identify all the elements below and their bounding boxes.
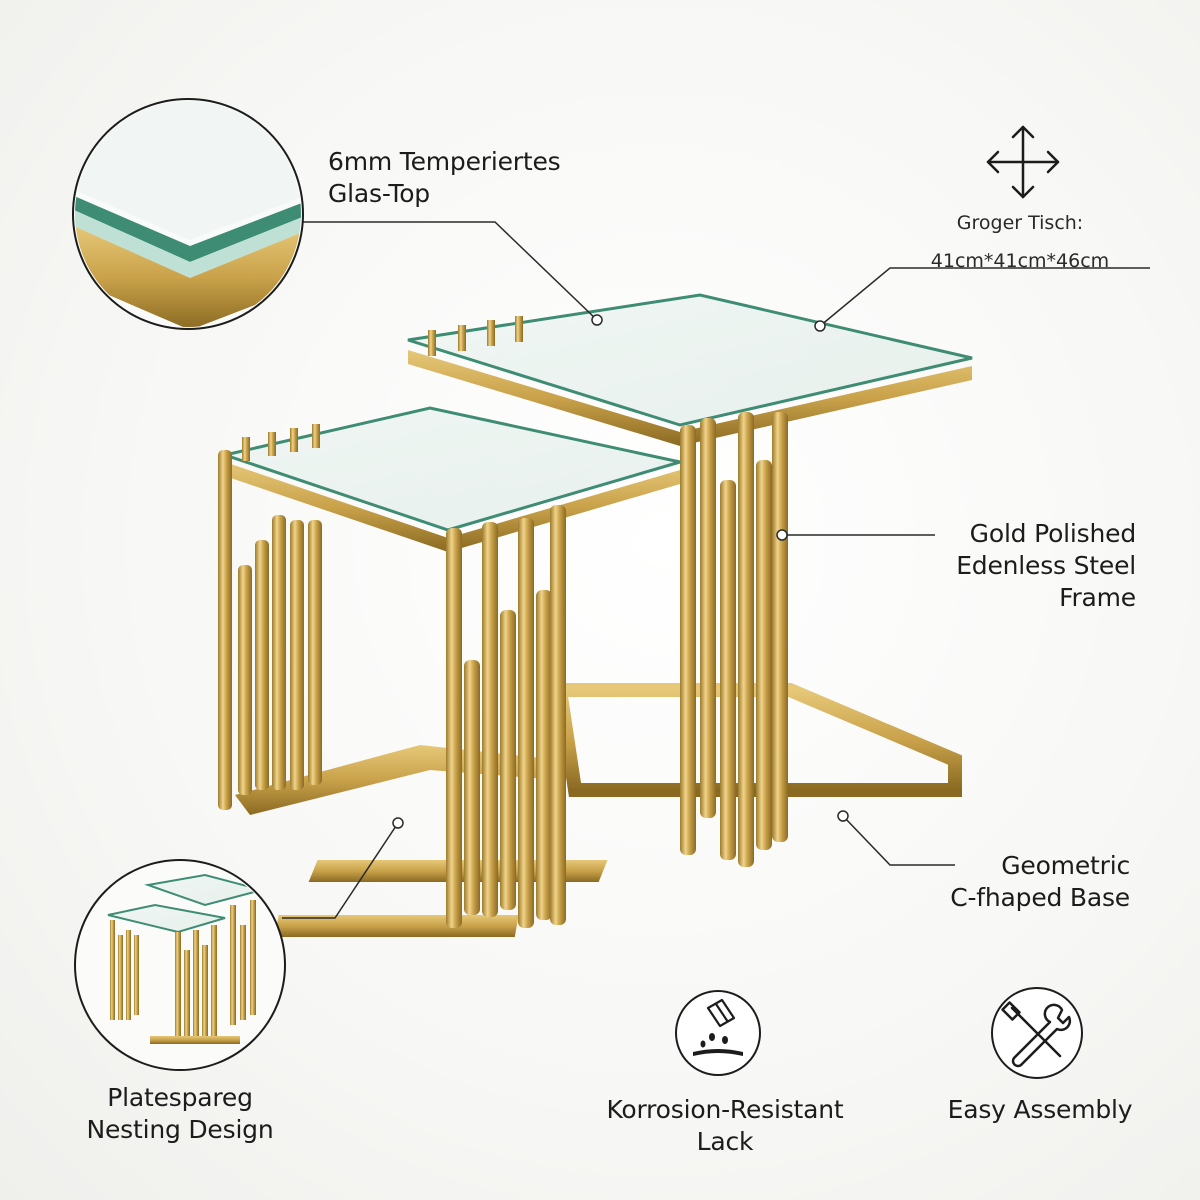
callout-glass-top: 6mm Temperiertes Glas-Top	[328, 146, 561, 210]
glass-detail-circle	[72, 98, 304, 330]
wrench-screwdriver-icon	[991, 987, 1083, 1079]
callout-frame-line-1: Gold Polished	[969, 519, 1137, 548]
callout-nesting-line-2: Nesting Design	[86, 1115, 274, 1144]
small-table-top-frame	[225, 462, 680, 552]
small-table-front-rods	[446, 505, 566, 928]
large-table-rod-bundle	[680, 412, 788, 867]
callout-lack: Korrosion-Resistant Lack	[585, 1094, 865, 1158]
callout-assembly-line-1: Easy Assembly	[947, 1095, 1133, 1124]
callout-base-line-2: C-fhaped Base	[950, 883, 1130, 912]
callout-assembly: Easy Assembly	[925, 1094, 1155, 1126]
callout-lack-line-1: Korrosion-Resistant	[606, 1095, 844, 1124]
callout-line-dimensions	[819, 267, 1150, 327]
nesting-detail-circle	[74, 859, 286, 1071]
large-table-top-posts	[428, 316, 523, 356]
callout-line-base	[842, 815, 955, 866]
dimensions-title: Groger Tisch:	[956, 212, 1084, 234]
callout-frame: Gold Polished Edenless Steel Frame	[900, 518, 1136, 614]
callout-line-glass	[290, 221, 598, 321]
callout-base: Geometric C-fhaped Base	[900, 850, 1130, 914]
small-table	[218, 406, 681, 937]
callout-frame-line-2: Edenless Steel	[956, 551, 1136, 580]
small-table-glass-top	[219, 406, 681, 532]
callout-line-nesting	[282, 822, 399, 919]
callout-nesting-line-1: Platespareg	[107, 1083, 253, 1112]
large-table-top-frame	[408, 350, 972, 446]
paint-drip-icon	[675, 990, 761, 1076]
large-table-glass-top	[407, 293, 973, 427]
callout-frame-line-3: Frame	[1059, 583, 1136, 612]
callout-dots	[392, 314, 849, 829]
small-table-top-posts	[242, 424, 320, 461]
callout-lack-line-2: Lack	[696, 1127, 754, 1156]
callout-lines	[282, 221, 1150, 919]
callout-nesting: Platespareg Nesting Design	[60, 1082, 300, 1146]
dimensions-value: 41cm*41cm*46cm	[930, 250, 1110, 272]
large-table	[308, 293, 973, 882]
move-arrows-icon	[986, 125, 1060, 199]
callout-glass-top-line-1: 6mm Temperiertes	[328, 147, 561, 176]
small-table-left-rods	[218, 450, 322, 810]
callout-base-line-1: Geometric	[1001, 851, 1130, 880]
callout-glass-top-line-2: Glas-Top	[328, 179, 430, 208]
